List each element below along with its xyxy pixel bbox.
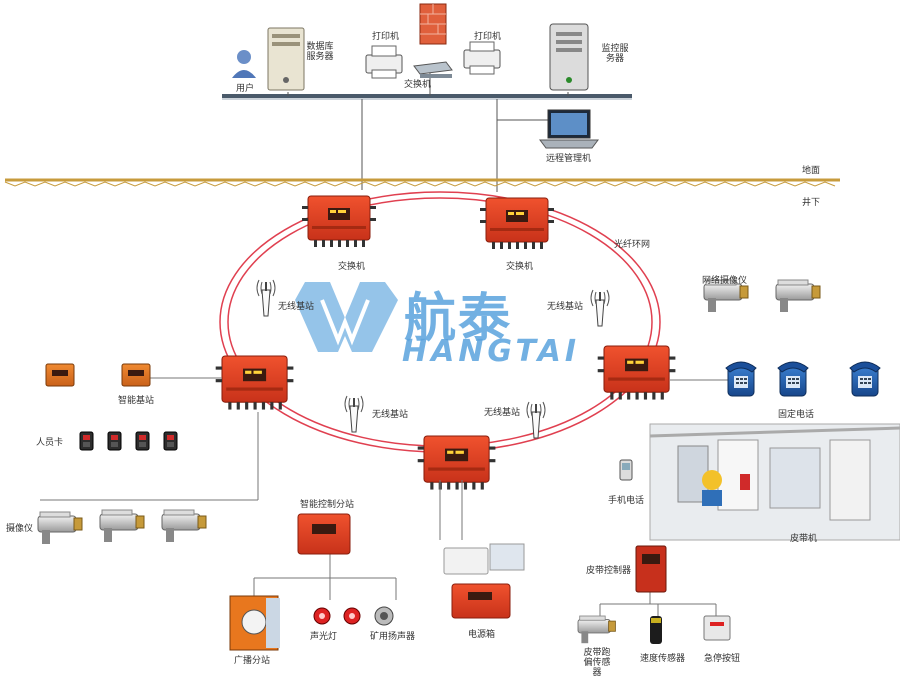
printer-left-label: 打印机 [372,32,400,42]
laptop-label: 远程管理机 [546,154,592,164]
antenna-upper-left-icon [256,279,276,317]
speaker-label: 矿用扬声器 [370,632,416,642]
network-camera-2 [775,279,821,313]
phones-label: 固定电话 [778,410,815,420]
ring-switch-top-right [479,197,555,250]
belt-camera-icon [577,615,616,644]
broadcast-label: 广播分站 [234,656,271,666]
zone-underground-label: 井下 [802,198,821,208]
phone-3 [849,361,881,397]
card-reader-2 [107,431,122,451]
database-server-icon [267,27,305,91]
printer-right-label: 打印机 [474,32,502,42]
conveyor-belt-image [649,423,900,541]
control-station-box [297,513,351,555]
printer-right-icon [463,41,501,75]
ring-switch-top-left [301,195,377,248]
camera-left-1 [37,511,83,545]
substation-label: 智能基站 [118,396,155,406]
acoustic-light-label: 声光灯 [310,632,338,642]
ring-switch-left [215,355,294,411]
user-label: 用户 [236,84,255,94]
substation-box-2 [121,363,151,387]
firewall-icon [419,3,447,45]
speed-sensor-icon [650,616,662,644]
fiber-ring-label: 光纤环网 [614,240,651,250]
laptop-icon [539,109,599,149]
power-box-label: 电源箱 [468,630,496,640]
acoustic-light-2 [343,607,361,625]
speaker-icon [374,606,394,626]
ring-switch-right-label: 交换机 [506,262,534,272]
network-camera-label: 网络摄像仪 [702,276,748,286]
user-icon [232,50,256,78]
belt-controller-box [635,545,667,593]
antenna-lower-right-icon [526,401,546,439]
acoustic-light-1 [313,607,331,625]
ap-upper-right-label: 无线基站 [547,302,584,312]
database-server-label: 数据库服务器 [306,42,334,62]
camera-left-label: 摄像仪 [6,524,34,534]
card-reader-label: 人员卡 [36,438,64,448]
speed-sensor-label: 速度传感器 [640,654,686,664]
monitoring-server-icon [549,23,589,91]
mobile-phone-icon [619,459,633,481]
card-reader-4 [163,431,178,451]
watermark-en: HANGTAI [402,334,581,369]
hangtai-logo [295,282,398,352]
power-box-image [443,543,525,619]
card-reader-1 [79,431,94,451]
card-reader-3 [135,431,150,451]
switch-label: 交换机 [404,80,432,90]
ap-lower-left-label: 无线基站 [372,410,409,420]
phone-1 [725,361,757,397]
monitoring-server-label: 监控服务器 [601,44,629,64]
mobile-label: 手机电话 [608,496,645,506]
stop-switch-label: 急停按钮 [704,654,741,664]
zone-surface-label: 地面 [802,166,821,176]
belt-controller-label: 皮带控制器 [586,566,632,576]
conveyor-label: 皮带机 [790,534,818,544]
substation-box-1 [45,363,75,387]
ring-switch-left-label: 交换机 [338,262,366,272]
belt-camera-label: 皮带跑偏传感器 [583,648,611,678]
watermark-cn: 航泰 [404,289,513,349]
ring-switch-right [597,345,676,401]
ap-upper-left-label: 无线基站 [278,302,315,312]
camera-left-3 [161,509,207,543]
printer-left-icon [365,45,403,79]
control-station-label: 智能控制分站 [300,500,355,510]
broadcast-station-image [229,595,280,651]
ring-switch-bottom [417,435,496,491]
stop-switch-icon [703,615,731,641]
network-switch-icon [413,61,453,78]
camera-left-2 [99,509,145,543]
phone-2 [777,361,809,397]
ap-lower-right-label: 无线基站 [484,408,521,418]
antenna-upper-right-icon [590,289,610,327]
antenna-lower-left-icon [344,395,364,433]
